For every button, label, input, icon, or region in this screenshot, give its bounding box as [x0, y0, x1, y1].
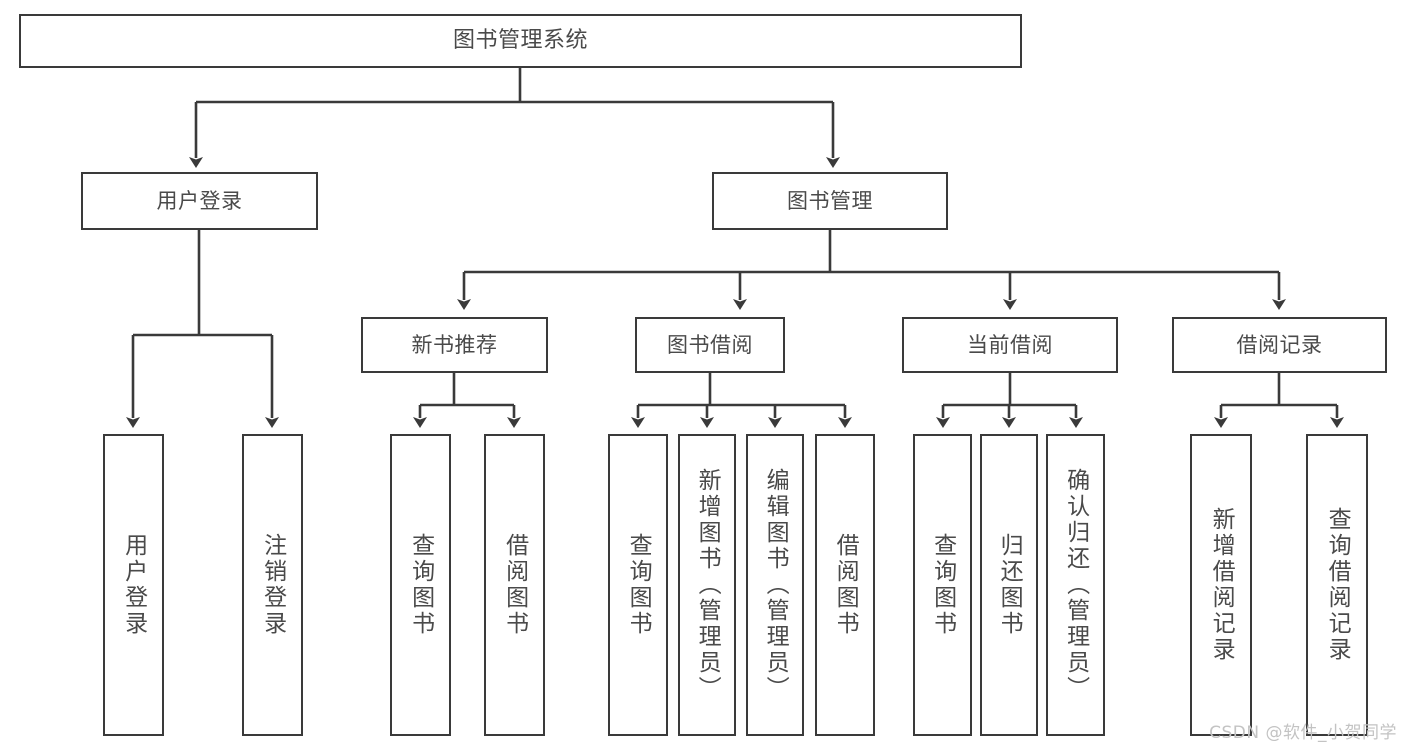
node-label: 图书管理 — [787, 188, 873, 213]
node-label: 借阅图书 — [832, 533, 859, 637]
node-label: 编辑图书（管理员） — [762, 468, 789, 702]
leaf-add-book-admin[interactable]: 新增图书（管理员） — [678, 434, 736, 736]
node-label: 新书推荐 — [411, 332, 498, 357]
node-borrow-record[interactable]: 借阅记录 — [1172, 317, 1387, 373]
node-user-login[interactable]: 用户登录 — [81, 172, 318, 230]
node-label: 查询图书 — [407, 533, 434, 637]
leaf-logout[interactable]: 注销登录 — [242, 434, 303, 736]
leaf-return-book[interactable]: 归还图书 — [980, 434, 1038, 736]
leaf-query-borrow-record[interactable]: 查询借阅记录 — [1306, 434, 1368, 736]
node-book-borrow[interactable]: 图书借阅 — [635, 317, 785, 373]
node-label: 注销登录 — [259, 533, 286, 637]
node-root-system[interactable]: 图书管理系统 — [19, 14, 1022, 68]
node-label: 当前借阅 — [967, 332, 1053, 357]
node-label: 图书借阅 — [667, 332, 753, 357]
leaf-add-borrow-record[interactable]: 新增借阅记录 — [1190, 434, 1252, 736]
node-label: 借阅图书 — [501, 533, 528, 637]
leaf-borrow-book[interactable]: 借阅图书 — [815, 434, 875, 736]
leaf-user-login[interactable]: 用户登录 — [103, 434, 164, 736]
node-label: 用户登录 — [156, 188, 243, 213]
node-current-borrow[interactable]: 当前借阅 — [902, 317, 1118, 373]
node-label: 图书管理系统 — [452, 28, 588, 54]
leaf-query-book-borrow[interactable]: 查询图书 — [608, 434, 668, 736]
csdn-watermark: CSDN @软件_小贺同学 — [1209, 723, 1397, 743]
node-label: 用户登录 — [120, 533, 147, 637]
leaf-confirm-return-admin[interactable]: 确认归还（管理员） — [1046, 434, 1105, 736]
node-label: 新增借阅记录 — [1208, 507, 1235, 663]
node-label: 查询图书 — [625, 533, 652, 637]
leaf-edit-book-admin[interactable]: 编辑图书（管理员） — [746, 434, 804, 736]
leaf-query-book-current[interactable]: 查询图书 — [913, 434, 972, 736]
node-label: 查询图书 — [929, 533, 956, 637]
node-label: 确认归还（管理员） — [1062, 468, 1089, 702]
node-label: 借阅记录 — [1236, 332, 1323, 357]
node-new-book-recommend[interactable]: 新书推荐 — [361, 317, 548, 373]
node-label: 归还图书 — [996, 533, 1023, 637]
node-label: 新增图书（管理员） — [694, 468, 721, 702]
node-book-management[interactable]: 图书管理 — [712, 172, 948, 230]
leaf-query-book-recommend[interactable]: 查询图书 — [390, 434, 451, 736]
node-label: 查询借阅记录 — [1324, 507, 1351, 663]
leaf-borrow-book-recommend[interactable]: 借阅图书 — [484, 434, 545, 736]
